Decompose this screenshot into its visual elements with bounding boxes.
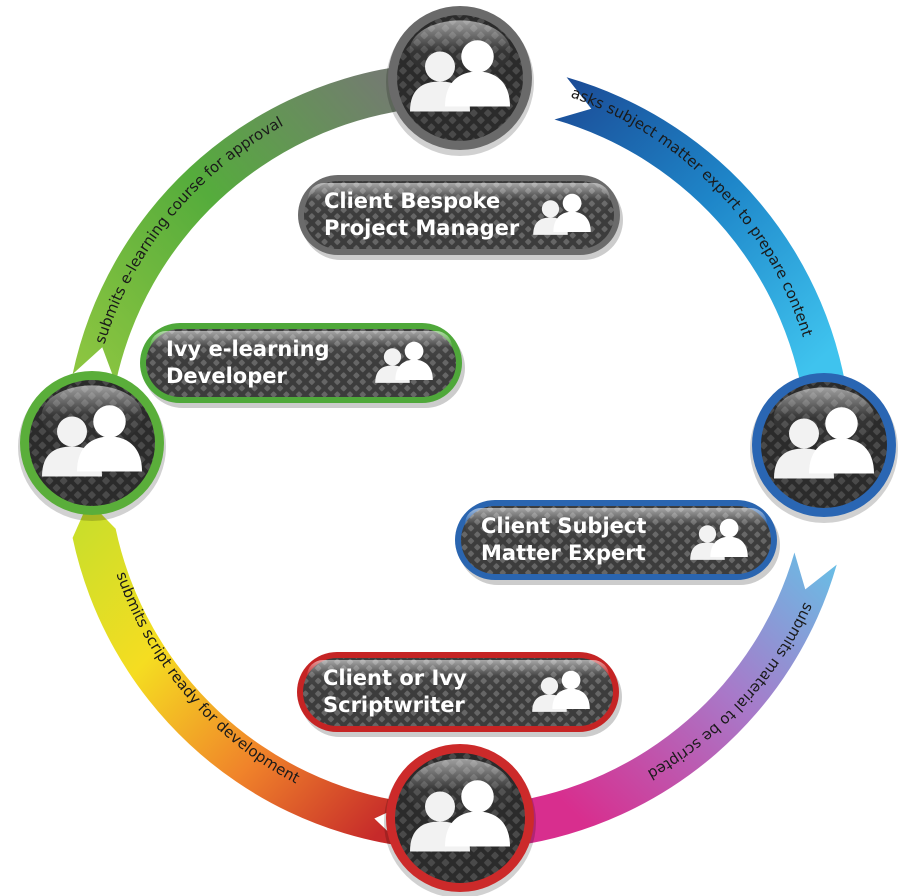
role-project-manager-title-line1: Client Bespoke — [324, 189, 500, 213]
role-developer-title-line2: Developer — [166, 364, 288, 388]
role-scriptwriter-title-line2: Scriptwriter — [323, 693, 465, 717]
role-subject-expert-title-line1: Client Subject — [481, 514, 646, 538]
role-subject-expert-title-line2: Matter Expert — [481, 541, 646, 565]
node-left — [18, 371, 166, 521]
arc-bottom-left-band — [72, 501, 410, 847]
role-project-manager-title-line2: Project Manager — [324, 216, 520, 240]
node-top — [386, 6, 534, 156]
node-right — [750, 373, 898, 523]
node-bottom — [384, 744, 536, 896]
role-developer-title-line1: Ivy e-learning — [166, 337, 330, 361]
role-scriptwriter-title-line1: Client or Ivy — [323, 666, 467, 690]
